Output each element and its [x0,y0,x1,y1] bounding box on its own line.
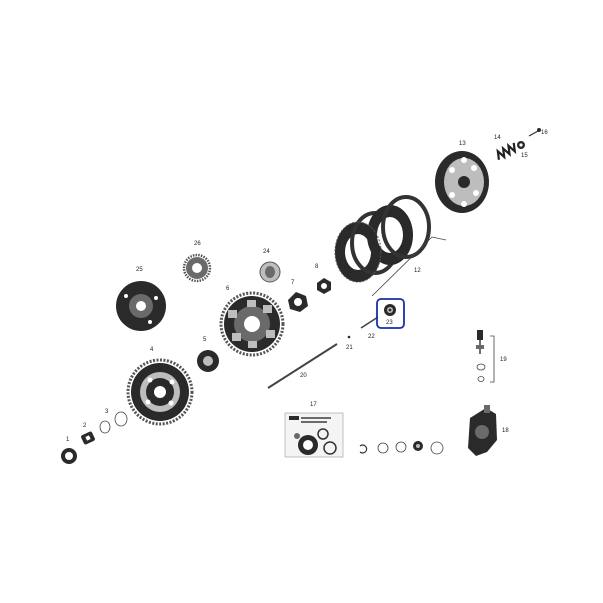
label-part-3: 3 [105,409,109,415]
part-22-short-rod[interactable] [360,316,379,329]
part-19-bleeder-parts[interactable] [476,330,486,382]
label-part-6: 6 [226,286,230,292]
label-part-16: 16 [541,130,548,136]
bracket-part-19 [490,335,495,383]
label-part-2: 2 [83,423,87,429]
part-8-nut[interactable] [317,278,331,294]
label-part-12: 12 [414,268,421,274]
part-16-bolt[interactable] [528,128,541,137]
label-part-25: 25 [136,267,143,273]
part-1-bearing[interactable] [61,448,77,464]
part-4-clutch-housing-gear[interactable] [126,358,194,426]
part-15-washer[interactable] [517,141,525,149]
part-12-clutch-plates[interactable] [334,195,431,283]
part-6-clutch-hub[interactable] [219,291,285,357]
label-part-20: 20 [300,373,307,379]
part-5-seal[interactable] [197,350,219,372]
label-part-5: 5 [203,337,207,343]
part-23-bearing[interactable] [384,304,396,316]
label-part-15: 15 [521,153,528,159]
label-part-22: 22 [368,334,375,340]
part-14-spring[interactable] [495,142,517,160]
part-13-pressure-plate[interactable] [435,151,489,213]
part-25-starter-clutch[interactable] [116,281,166,331]
label-part-14: 14 [494,135,501,141]
part-26-gear[interactable] [182,253,212,283]
part-2-needle-bearing[interactable] [80,431,95,445]
bracket-part-12 [371,236,447,297]
label-part-7: 7 [291,280,295,286]
part-17-loose-rings[interactable] [359,441,444,455]
label-part-13: 13 [459,141,466,147]
part-7-lock-plate[interactable] [288,292,308,312]
label-part-18: 18 [502,428,509,434]
part-17-seal-kit[interactable] [284,412,344,458]
part-24-bushing[interactable] [259,261,281,283]
part-21-ball[interactable] [347,335,351,339]
label-part-1: 1 [66,437,70,443]
label-part-19: 19 [500,357,507,363]
label-part-17: 17 [310,402,317,408]
part-20-push-rod[interactable] [267,343,338,389]
label-part-24: 24 [263,249,270,255]
label-part-21: 21 [346,345,353,351]
label-part-26: 26 [194,241,201,247]
highlight-box-part-23[interactable] [376,298,405,329]
part-18-slave-cylinder[interactable] [468,405,497,456]
label-part-4: 4 [150,347,154,353]
part-3-rings[interactable] [99,411,128,434]
label-part-8: 8 [315,264,319,270]
label-part-23: 23 [386,320,393,326]
